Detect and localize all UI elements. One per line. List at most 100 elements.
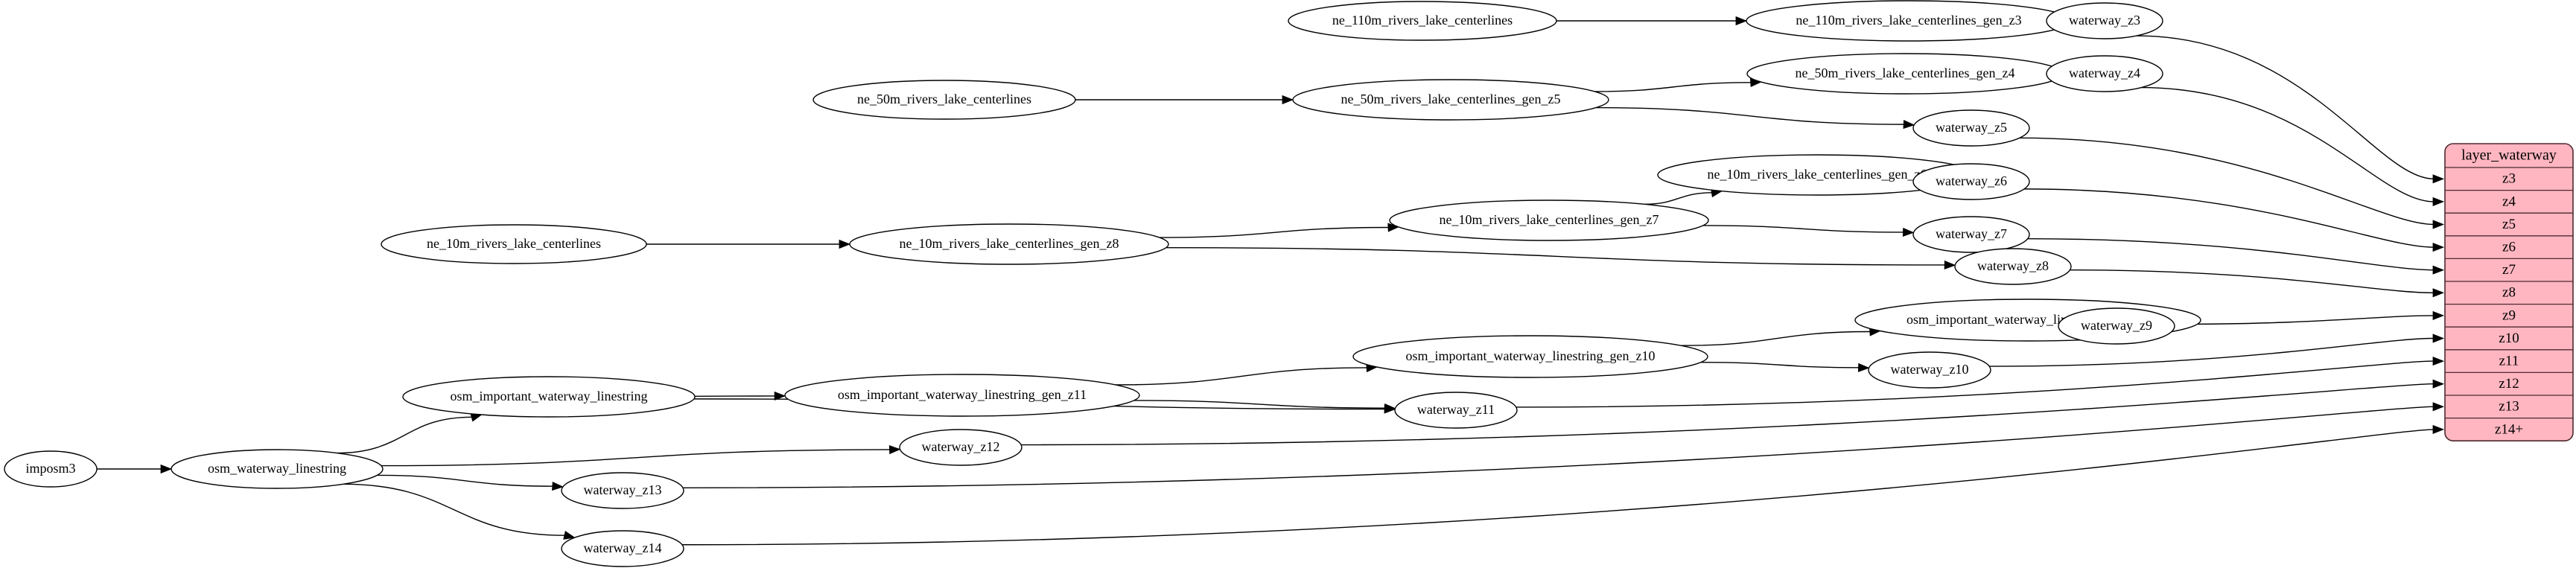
node-waterway_z7[interactable]: waterway_z7 <box>1912 216 2030 253</box>
table-row-z11[interactable]: z11 <box>2499 353 2519 368</box>
edge-osm_important_waterway_linestring_gen_z10-to-osm_important_waterway_linestring_gen_z9 <box>1680 331 1871 346</box>
node-waterway_z11[interactable]: waterway_z11 <box>1394 392 1518 429</box>
table-row-z14+[interactable]: z14+ <box>2495 421 2523 437</box>
table-row-z13[interactable]: z13 <box>2499 399 2519 415</box>
node-ellipse-waterway_z12 <box>899 429 1023 466</box>
node-label-waterway_z7: waterway_z7 <box>1936 226 2007 241</box>
edge-waterway_z7-to-row-z7 <box>2027 238 2435 271</box>
node-ne_50m_rivers_lake_centerlines_gen_z4[interactable]: ne_50m_rivers_lake_centerlines_gen_z4 <box>1746 53 2064 95</box>
node-ne_10m_rivers_lake_centerlines_gen_z6[interactable]: ne_10m_rivers_lake_centerlines_gen_z6 <box>1657 154 1977 196</box>
table-row-z4[interactable]: z4 <box>2502 194 2516 209</box>
node-ellipse-ne_50m_rivers_lake_centerlines_gen_z5 <box>1292 79 1609 121</box>
edge-arrowhead <box>552 482 564 491</box>
node-label-waterway_z13: waterway_z13 <box>584 482 662 497</box>
edge-waterway_z14-to-row-z14+ <box>682 429 2435 546</box>
node-ellipse-waterway_z4 <box>2046 55 2163 92</box>
node-label-ne_50m_rivers_lake_centerlines: ne_50m_rivers_lake_centerlines <box>857 92 1031 106</box>
node-label-waterway_z4: waterway_z4 <box>2069 66 2140 80</box>
node-label-ne_110m_rivers_lake_centerlines: ne_110m_rivers_lake_centerlines <box>1332 13 1513 28</box>
node-waterway_z5[interactable]: waterway_z5 <box>1912 109 2030 147</box>
node-label-ne_50m_rivers_lake_centerlines_gen_z5: ne_50m_rivers_lake_centerlines_gen_z5 <box>1341 92 1561 106</box>
node-ellipse-ne_110m_rivers_lake_centerlines <box>1288 1 1557 41</box>
node-waterway_z9[interactable]: waterway_z9 <box>2058 307 2175 345</box>
table-row-z3[interactable]: z3 <box>2502 171 2516 187</box>
edge-osm_waterway_linestring-to-waterway_z12 <box>381 449 891 467</box>
edge-arrowhead <box>2432 220 2445 229</box>
edge-waterway_z11-to-row-z11 <box>1516 360 2435 408</box>
node-label-waterway_z10: waterway_z10 <box>1891 362 1969 377</box>
node-ne_10m_rivers_lake_centerlines[interactable]: ne_10m_rivers_lake_centerlines <box>381 224 647 264</box>
edge-waterway_z5-to-row-z5 <box>2019 137 2435 226</box>
edge-ne_10m_rivers_lake_centerlines_gen_z7-to-ne_10m_rivers_lake_centerlines_gen_z6 <box>1644 192 1713 205</box>
table-row-z5[interactable]: z5 <box>2502 217 2516 232</box>
node-waterway_z8[interactable]: waterway_z8 <box>1954 248 2072 285</box>
node-waterway_z4[interactable]: waterway_z4 <box>2046 55 2163 92</box>
node-waterway_z14[interactable]: waterway_z14 <box>561 530 684 567</box>
node-label-osm_waterway_linestring: osm_waterway_linestring <box>208 461 346 476</box>
edge-osm_waterway_linestring-to-waterway_z13 <box>377 474 553 487</box>
edge-ne_10m_rivers_lake_centerlines_gen_z8-to-waterway_z8 <box>1165 246 1946 266</box>
node-ne_110m_rivers_lake_centerlines[interactable]: ne_110m_rivers_lake_centerlines <box>1288 1 1557 41</box>
node-osm_important_waterway_linestring_gen_z11[interactable]: osm_important_waterway_linestring_gen_z1… <box>784 374 1140 417</box>
edge-arrowhead <box>1735 16 1748 26</box>
edge-arrowhead <box>1944 260 1956 270</box>
node-label-ne_10m_rivers_lake_centerlines_gen_z7: ne_10m_rivers_lake_centerlines_gen_z7 <box>1440 212 1659 227</box>
node-label-waterway_z5: waterway_z5 <box>1936 120 2007 135</box>
node-ellipse-ne_10m_rivers_lake_centerlines <box>381 224 647 264</box>
node-ellipse-waterway_z14 <box>561 530 684 567</box>
edge-arrowhead <box>1857 363 1870 372</box>
edge-ne_10m_rivers_lake_centerlines_gen_z7-to-waterway_z7 <box>1702 225 1904 233</box>
node-label-osm_important_waterway_linestring_gen_z11: osm_important_waterway_linestring_gen_z1… <box>838 387 1087 402</box>
node-osm_important_waterway_linestring_gen_z10[interactable]: osm_important_waterway_linestring_gen_z1… <box>1352 335 1708 378</box>
node-waterway_z3[interactable]: waterway_z3 <box>2046 2 2163 39</box>
edge-ne_50m_rivers_lake_centerlines_gen_z5-to-ne_50m_rivers_lake_centerlines_gen_z4 <box>1594 82 1752 92</box>
node-osm_waterway_linestring[interactable]: osm_waterway_linestring <box>171 449 384 489</box>
edge-arrowhead <box>2432 243 2445 252</box>
node-ellipse-imposm3 <box>4 450 98 488</box>
node-ne_50m_rivers_lake_centerlines[interactable]: ne_50m_rivers_lake_centerlines <box>812 80 1076 120</box>
node-ne_10m_rivers_lake_centerlines_gen_z7[interactable]: ne_10m_rivers_lake_centerlines_gen_z7 <box>1389 200 1709 241</box>
edge-arrowhead <box>2432 288 2445 298</box>
node-label-ne_10m_rivers_lake_centerlines_gen_z6: ne_10m_rivers_lake_centerlines_gen_z6 <box>1708 167 1927 182</box>
node-ellipse-ne_50m_rivers_lake_centerlines <box>812 80 1076 120</box>
node-ellipse-waterway_z5 <box>1912 109 2030 147</box>
node-imposm3[interactable]: imposm3 <box>4 450 98 488</box>
node-ellipse-waterway_z7 <box>1912 216 2030 253</box>
table-row-z9[interactable]: z9 <box>2502 307 2516 323</box>
table-row-z12[interactable]: z12 <box>2499 376 2519 392</box>
table-row-z8[interactable]: z8 <box>2502 285 2516 301</box>
node-waterway_z6[interactable]: waterway_z6 <box>1912 163 2030 200</box>
node-label-ne_50m_rivers_lake_centerlines_gen_z4: ne_50m_rivers_lake_centerlines_gen_z4 <box>1796 66 2015 80</box>
node-waterway_z12[interactable]: waterway_z12 <box>899 429 1023 466</box>
edge-waterway_z8-to-row-z8 <box>2070 269 2435 293</box>
node-ellipse-osm_important_waterway_linestring_gen_z11 <box>784 374 1140 417</box>
table-row-z6[interactable]: z6 <box>2502 239 2516 255</box>
edge-arrowhead <box>2432 265 2445 275</box>
node-ellipse-waterway_z6 <box>1912 163 2030 200</box>
edges-layer <box>97 16 2445 546</box>
node-label-ne_10m_rivers_lake_centerlines: ne_10m_rivers_lake_centerlines <box>427 236 601 251</box>
node-label-imposm3: imposm3 <box>25 461 75 476</box>
edge-ne_10m_rivers_lake_centerlines_gen_z8-to-ne_10m_rivers_lake_centerlines_gen_z7 <box>1159 226 1390 238</box>
node-label-waterway_z8: waterway_z8 <box>1977 258 2049 273</box>
node-label-waterway_z9: waterway_z9 <box>2081 318 2152 333</box>
edge-arrowhead <box>1384 403 1396 413</box>
node-waterway_z13[interactable]: waterway_z13 <box>561 472 684 509</box>
node-ne_50m_rivers_lake_centerlines_gen_z5[interactable]: ne_50m_rivers_lake_centerlines_gen_z5 <box>1292 79 1609 121</box>
layer-waterway-table: layer_waterwayz3z4z5z6z7z8z9z10z11z12z13… <box>2444 143 2574 442</box>
edge-osm_waterway_linestring-to-waterway_z14 <box>343 483 565 536</box>
table-row-z7[interactable]: z7 <box>2502 262 2516 278</box>
edge-arrowhead <box>2432 197 2445 206</box>
edge-arrowhead <box>774 391 786 401</box>
node-label-ne_10m_rivers_lake_centerlines_gen_z8: ne_10m_rivers_lake_centerlines_gen_z8 <box>900 236 1119 251</box>
table-row-z10[interactable]: z10 <box>2499 331 2519 346</box>
node-ellipse-ne_10m_rivers_lake_centerlines_gen_z7 <box>1389 200 1709 241</box>
node-waterway_z10[interactable]: waterway_z10 <box>1868 351 1991 389</box>
node-osm_important_waterway_linestring[interactable]: osm_important_waterway_linestring <box>402 376 696 418</box>
node-ne_10m_rivers_lake_centerlines_gen_z8[interactable]: ne_10m_rivers_lake_centerlines_gen_z8 <box>849 223 1169 265</box>
edge-arrowhead <box>2432 334 2445 343</box>
edge-waterway_z12-to-row-z12 <box>1021 383 2435 446</box>
node-ne_110m_rivers_lake_centerlines_gen_z3[interactable]: ne_110m_rivers_lake_centerlines_gen_z3 <box>1746 0 2072 42</box>
